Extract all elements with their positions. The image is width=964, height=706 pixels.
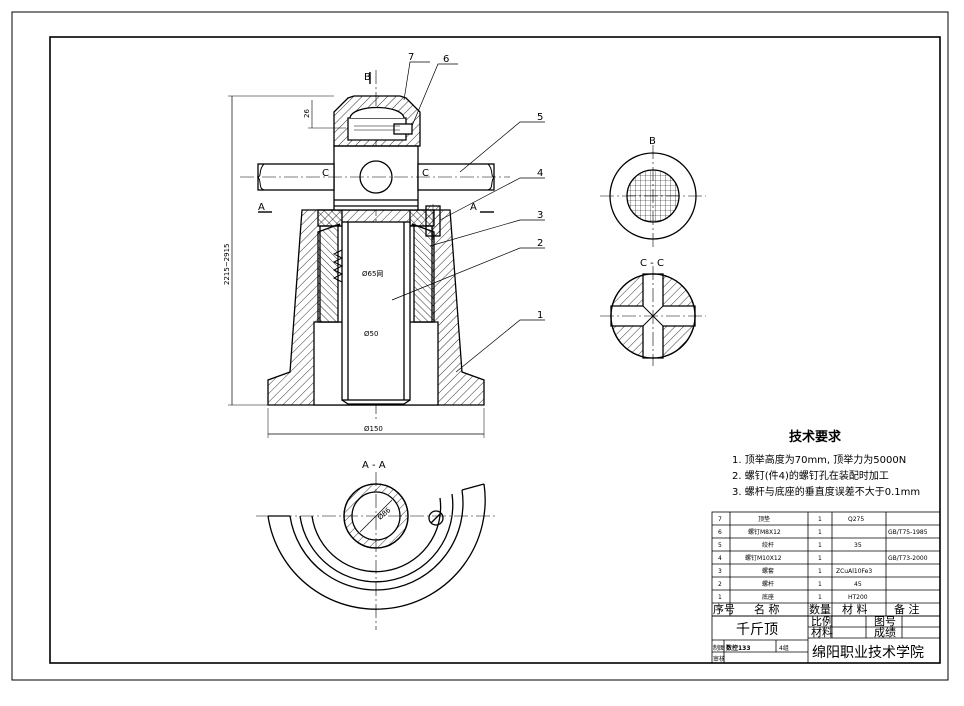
section-a-right: A bbox=[470, 202, 477, 213]
dim-height-range: 2215~2915 bbox=[223, 244, 231, 286]
row-name: 顶垫 bbox=[758, 515, 770, 523]
leader-1: 1 bbox=[537, 310, 543, 321]
header-note: 备 注 bbox=[894, 602, 920, 616]
row-mat: 35 bbox=[854, 542, 862, 549]
row-note: GB/T73-2000 bbox=[888, 555, 928, 562]
row-name: 螺套 bbox=[762, 567, 774, 575]
row-name: 螺钉M8X12 bbox=[748, 528, 781, 536]
front-view bbox=[228, 61, 545, 438]
view-b bbox=[600, 145, 706, 247]
leader-6: 6 bbox=[443, 54, 449, 65]
row-no: 7 bbox=[718, 516, 722, 523]
section-aa bbox=[256, 472, 496, 630]
drawn-label: 制图 bbox=[713, 644, 725, 652]
row-qty: 1 bbox=[818, 568, 822, 575]
dim-26: 26 bbox=[303, 109, 311, 118]
header-qty: 数量 bbox=[809, 603, 831, 616]
row-no: 1 bbox=[718, 594, 722, 601]
leader-3: 3 bbox=[537, 210, 543, 221]
row-no: 3 bbox=[718, 568, 722, 575]
section-cc bbox=[600, 266, 706, 366]
row-mat: ZCuAl10Fe3 bbox=[836, 568, 872, 575]
dim-50: Ø50 bbox=[364, 330, 378, 338]
tech-req-3: 3. 螺杆与底座的垂直度误差不大于0.1mm bbox=[732, 485, 920, 498]
row-qty: 1 bbox=[818, 594, 822, 601]
header-name: 名 称 bbox=[754, 602, 780, 616]
section-a-left: A bbox=[258, 202, 265, 213]
view-b-arrow-label: B bbox=[364, 72, 371, 83]
section-c-left: C bbox=[322, 168, 329, 179]
header-no: 序号 bbox=[713, 602, 735, 616]
view-b-label: B bbox=[649, 136, 656, 147]
view-aa-label: A - A bbox=[362, 460, 386, 471]
row-qty: 1 bbox=[818, 516, 822, 523]
drawing-title: 千斤顶 bbox=[736, 622, 778, 638]
row-name: 螺杆 bbox=[762, 580, 774, 588]
row-mat: Q275 bbox=[848, 516, 864, 523]
row-no: 5 bbox=[718, 542, 722, 549]
dim-150: Ø150 bbox=[364, 425, 383, 433]
leader-7: 7 bbox=[408, 52, 414, 63]
scale-label: 比例 bbox=[811, 614, 833, 628]
row-no: 2 bbox=[718, 581, 722, 588]
grade-label: 成绩 bbox=[874, 626, 896, 639]
class-label: 数控133 bbox=[726, 644, 751, 652]
row-qty: 1 bbox=[818, 555, 822, 562]
group-label: 4组 bbox=[779, 644, 789, 652]
row-name: 底座 bbox=[762, 593, 774, 601]
row-mat: HT200 bbox=[848, 594, 868, 601]
tech-req-title: 技术要求 bbox=[789, 429, 842, 445]
row-note: GB/T75-1985 bbox=[888, 529, 928, 536]
row-qty: 1 bbox=[818, 542, 822, 549]
row-mat: 45 bbox=[854, 581, 862, 588]
row-name: 绞杆 bbox=[762, 541, 774, 549]
section-c-right: C bbox=[422, 168, 429, 179]
checked-label: 审核 bbox=[713, 655, 725, 663]
tech-req-1: 1. 顶举高度为70mm, 顶举力为5000N bbox=[732, 453, 906, 466]
tech-req-2: 2. 螺钉(件4)的螺钉孔在装配时加工 bbox=[732, 469, 889, 482]
view-cc-label: C - C bbox=[640, 258, 664, 269]
header-mat: 材 料 bbox=[842, 602, 868, 616]
material-label: 材料 bbox=[811, 625, 833, 639]
parts-list-text: 7 顶垫 1 Q275 6 螺钉M8X12 1 GB/T75-1985 5 绞杆… bbox=[718, 515, 928, 601]
row-no: 4 bbox=[718, 555, 722, 562]
dim-65: Ø65网 bbox=[362, 270, 383, 278]
row-name: 螺钉M10X12 bbox=[745, 554, 782, 562]
leader-4: 4 bbox=[537, 168, 543, 179]
inner-frame bbox=[49, 36, 941, 664]
drawing-no-label: 图号 bbox=[874, 615, 896, 628]
parts-list bbox=[711, 511, 941, 664]
row-qty: 1 bbox=[818, 581, 822, 588]
outer-border bbox=[11, 11, 949, 681]
row-no: 6 bbox=[718, 529, 722, 536]
leader-5: 5 bbox=[537, 112, 543, 123]
leader-2: 2 bbox=[537, 238, 543, 249]
school-name: 绵阳职业技术学院 bbox=[812, 644, 924, 661]
row-qty: 1 bbox=[818, 529, 822, 536]
